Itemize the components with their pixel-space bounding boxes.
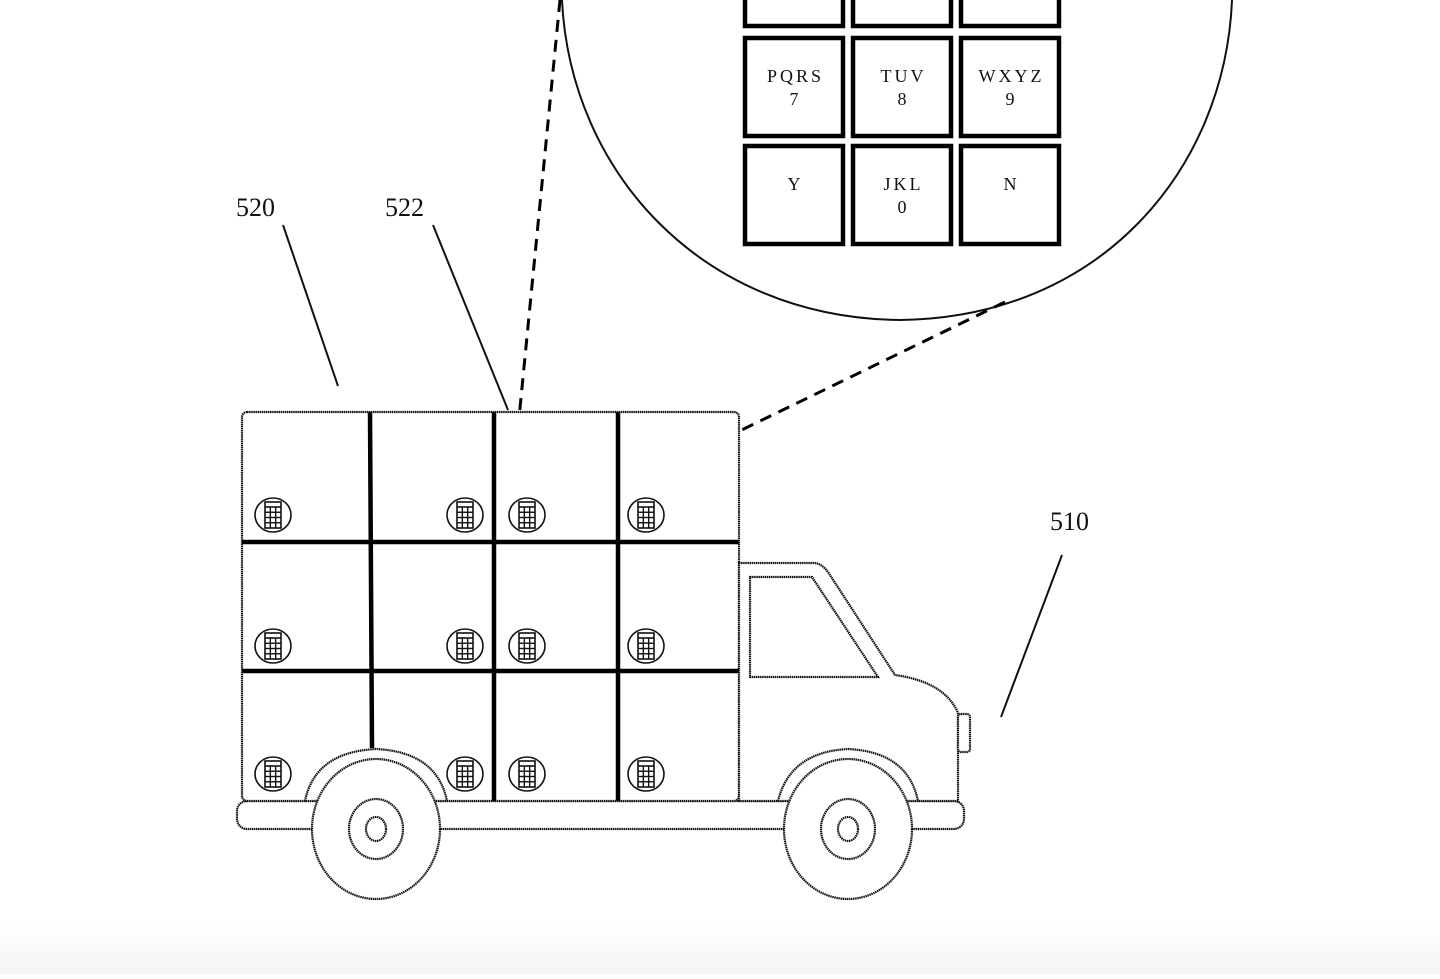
keypad-icon <box>627 628 665 664</box>
keypad-key: JKL 0 <box>850 143 954 247</box>
key-border <box>742 35 846 139</box>
front-wheel-arch <box>776 747 920 802</box>
keypad-key: PQRS 7 <box>742 35 846 139</box>
locker-grid <box>242 411 739 801</box>
keypad-key: N <box>958 143 1062 247</box>
keypad-icon <box>254 497 292 533</box>
keypad-key <box>742 0 846 29</box>
key-digit: 7 <box>790 89 799 109</box>
headlight <box>956 712 972 754</box>
key-border <box>850 0 954 29</box>
key-border <box>850 143 954 247</box>
keypad-icon <box>254 628 292 664</box>
keypad-icon <box>446 628 484 664</box>
cab-window <box>748 575 881 679</box>
key-letters: N <box>1004 174 1020 194</box>
label-520: 520 <box>236 193 275 222</box>
label-522: 522 <box>385 193 424 222</box>
leader-line-510 <box>1000 554 1063 718</box>
front-hub-center <box>836 815 860 843</box>
key-border <box>742 0 846 29</box>
page-bottom-edge <box>0 924 1440 974</box>
delivery-truck <box>235 410 972 901</box>
cargo-box <box>240 410 741 803</box>
key-border <box>958 143 1062 247</box>
rear-wheel <box>310 757 442 901</box>
keypad-icon <box>627 497 665 533</box>
locker-keypad-icons <box>254 497 665 792</box>
key-letters: PQRS <box>767 66 824 86</box>
leader-line-520 <box>282 224 339 387</box>
key-letters: TUV <box>881 66 927 86</box>
keypad-icon <box>627 756 665 792</box>
magnify-circle <box>561 0 1233 322</box>
rear-hub-center <box>364 815 388 843</box>
key-letters: JKL <box>884 174 924 194</box>
magnified-keypad-callout: PQRS 7 TUV 8 WXYZ 9Y JKL 0 N <box>561 0 1233 322</box>
key-border <box>850 35 954 139</box>
locker-divider-v1 <box>367 411 375 749</box>
keypad-key: Y <box>742 143 846 247</box>
key-letters: Y <box>788 174 804 194</box>
keypad-icon <box>508 497 546 533</box>
label-510: 510 <box>1050 507 1089 536</box>
key-digit: 8 <box>898 89 907 109</box>
magnified-keypad: PQRS 7 TUV 8 WXYZ 9Y JKL 0 N <box>742 0 1062 247</box>
key-letters: WXYZ <box>979 66 1045 86</box>
keypad-key: TUV 8 <box>850 35 954 139</box>
keypad-icon <box>446 497 484 533</box>
key-border <box>742 143 846 247</box>
keypad-key <box>958 0 1062 29</box>
key-border <box>958 35 1062 139</box>
leader-line-522 <box>432 224 509 411</box>
key-digit: 0 <box>898 197 907 217</box>
rear-wheel-arch <box>303 747 449 802</box>
key-digit: 9 <box>1006 89 1015 109</box>
keypad-icon <box>254 756 292 792</box>
keypad-key <box>850 0 954 29</box>
keypad-icon <box>508 756 546 792</box>
front-wheel <box>782 757 914 901</box>
keypad-key: WXYZ 9 <box>958 35 1062 139</box>
keypad-icon <box>446 756 484 792</box>
key-border <box>958 0 1062 29</box>
keypad-icon <box>508 628 546 664</box>
